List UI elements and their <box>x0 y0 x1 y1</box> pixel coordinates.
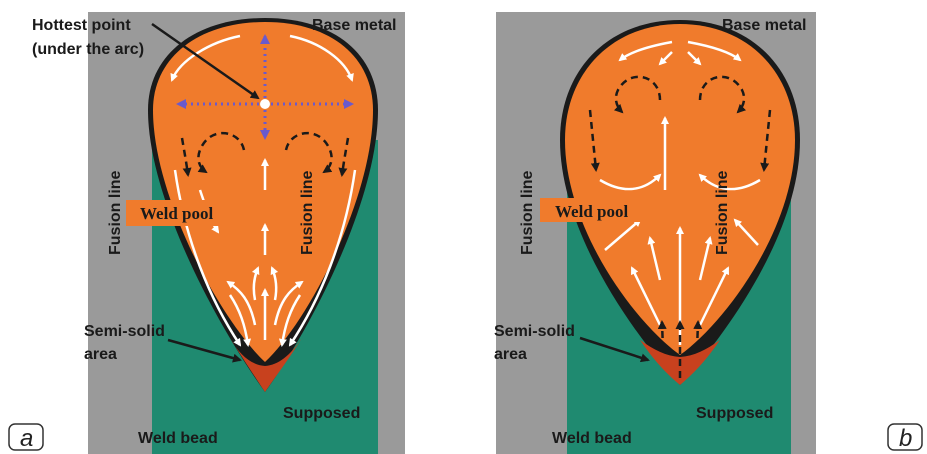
weld-pool-label: Weld pool <box>140 204 213 223</box>
semi-solid-label-line2: area <box>84 346 117 363</box>
weld-bead-label: Weld bead <box>552 430 632 447</box>
supposed-label: Supposed <box>283 405 360 422</box>
panel-b: Base metal Fusion line Fusion line Weld … <box>494 12 922 454</box>
semi-solid-label: Semi-solid <box>84 323 165 340</box>
hottest-point-label: Hottest point <box>32 17 131 34</box>
weld-pool-label: Weld pool <box>555 202 628 221</box>
hottest-point-label-line2: (under the arc) <box>32 41 144 58</box>
panel-tag-b: b <box>899 425 912 452</box>
fusion-line-label-right: Fusion line <box>714 170 731 255</box>
fusion-line-label-right: Fusion line <box>299 170 316 255</box>
supposed-label: Supposed <box>696 405 773 422</box>
semi-solid-label-line2: area <box>494 346 527 363</box>
panel-tag-a: a <box>20 425 33 452</box>
semi-solid-label: Semi-solid <box>494 323 575 340</box>
fusion-line-label-left: Fusion line <box>107 170 124 255</box>
weld-bead-label: Weld bead <box>138 430 218 447</box>
base-metal-label: Base metal <box>312 17 397 34</box>
base-metal-label: Base metal <box>722 17 807 34</box>
hottest-point-dot <box>260 99 270 109</box>
fusion-line-label-left: Fusion line <box>519 170 536 255</box>
panel-a: Hottest point (under the arc) Base metal… <box>9 12 405 454</box>
